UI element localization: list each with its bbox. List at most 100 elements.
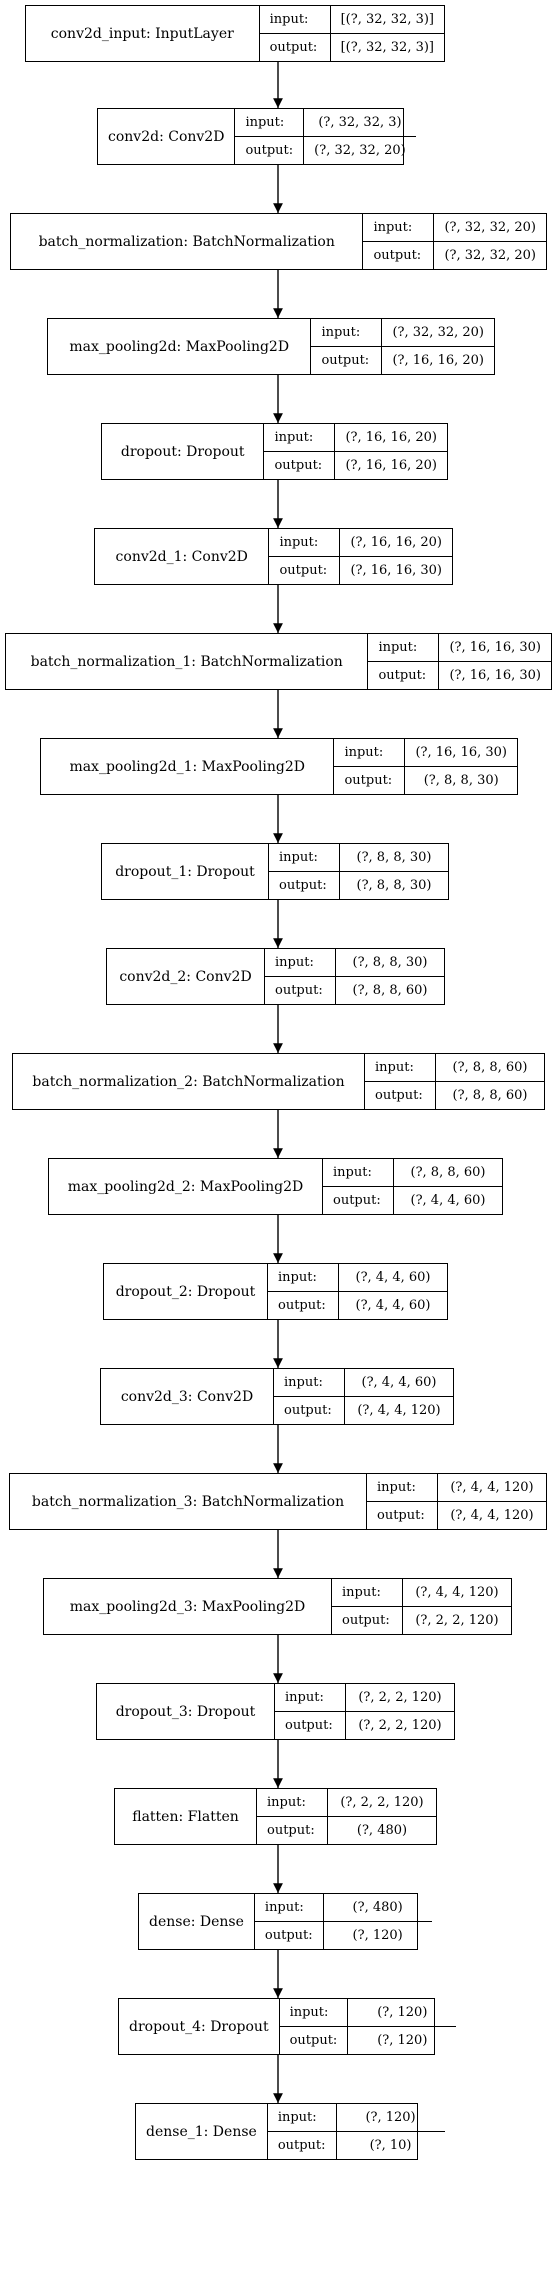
shape-values: (?, 8, 8, 30)(?, 8, 8, 30)	[340, 844, 448, 899]
layer-node: batch_normalization_3: BatchNormalizatio…	[9, 1473, 547, 1530]
input-shape: (?, 4, 4, 60)	[339, 1264, 447, 1292]
output-shape: (?, 16, 16, 20)	[392, 353, 484, 368]
output-label: output:	[375, 1088, 423, 1103]
layer-name: conv2d_1: Conv2D	[95, 529, 270, 584]
input-shape: (?, 8, 8, 60)	[394, 1159, 502, 1187]
output-shape: (?, 2, 2, 120)	[415, 1613, 499, 1628]
port-labels: input:output:	[254, 1894, 324, 1949]
output-shape: (?, 10)	[369, 2138, 412, 2153]
input-label: input:	[332, 1579, 402, 1607]
shape-values: (?, 16, 16, 20)(?, 16, 16, 20)	[335, 424, 447, 479]
output-shape: (?, 4, 4, 60)	[410, 1193, 486, 1208]
input-shape: (?, 8, 8, 60)	[436, 1054, 544, 1082]
shape-values: (?, 4, 4, 120) (?, 4, 4, 120)	[438, 1474, 546, 1529]
layer-name: dropout_2: Dropout	[104, 1264, 268, 1319]
port-labels: input: output:	[268, 1264, 339, 1319]
output-label: output:	[285, 1718, 333, 1733]
port-labels: input: output:	[257, 1789, 328, 1844]
output-shape: (?, 4, 4, 120)	[450, 1508, 534, 1523]
port-labels: input:output:	[265, 949, 336, 1004]
output-shape: (?, 16, 16, 30)	[350, 563, 442, 578]
output-label: output:	[342, 1613, 390, 1628]
shape-values: (?, 16, 16, 30)(?, 8, 8, 30)	[405, 739, 517, 794]
shape-values: (?, 4, 4, 60)(?, 4, 4, 60)	[339, 1264, 447, 1319]
output-shape: (?, 4, 4, 120)	[357, 1403, 441, 1418]
input-label: input:	[323, 1159, 393, 1187]
output-label: output:	[267, 1823, 315, 1838]
output-shape: (?, 480)	[356, 1823, 408, 1838]
layer-name: conv2d_input: InputLayer	[26, 6, 260, 61]
port-labels: input: output:	[264, 424, 336, 479]
port-labels: input:output:	[259, 6, 331, 61]
output-label: output:	[275, 983, 323, 998]
input-label: input:	[257, 1789, 327, 1817]
port-labels: input: output:	[269, 844, 340, 899]
layer-name: flatten: Flatten	[115, 1789, 257, 1844]
layer-name: conv2d_2: Conv2D	[107, 949, 265, 1004]
shape-values: (?, 16, 16, 30)(?, 16, 16, 30)	[439, 634, 551, 689]
input-shape: (?, 4, 4, 120)	[403, 1579, 511, 1607]
layer-name: dense_1: Dense	[136, 2104, 268, 2159]
input-shape: (?, 32, 32, 20)	[382, 319, 494, 347]
output-label: output:	[278, 1298, 326, 1313]
input-shape: (?, 8, 8, 30)	[340, 844, 448, 872]
shape-values: (?, 2, 2, 120)(?, 480)	[328, 1789, 436, 1844]
layer-node: batch_normalization_1: BatchNormalizatio…	[5, 633, 552, 690]
output-shape: (?, 2, 2, 120)	[358, 1718, 442, 1733]
input-shape: (?, 4, 4, 60)	[345, 1369, 453, 1397]
input-shape: (?, 16, 16, 30)	[405, 739, 517, 767]
input-shape: (?, 16, 16, 20)	[335, 424, 447, 452]
output-label: output:	[279, 878, 327, 893]
shape-values: (?, 4, 4, 60) (?, 4, 4, 120)	[345, 1369, 453, 1424]
shape-values: [(?, 32, 32, 3)] [(?, 32, 32, 3)]	[330, 6, 444, 61]
input-shape: (?, 32, 32, 20)	[434, 214, 546, 242]
port-labels: input:output:	[368, 634, 440, 689]
output-shape: (?, 32, 32, 20)	[314, 143, 406, 158]
output-label: output:	[377, 1508, 425, 1523]
output-label: output:	[274, 458, 323, 473]
input-label: input:	[269, 844, 339, 872]
output-label: output:	[378, 668, 427, 683]
output-shape: [(?, 32, 32, 3)]	[340, 40, 434, 55]
input-label: input:	[264, 424, 335, 452]
output-label: output:	[344, 773, 393, 788]
input-label: input:	[363, 214, 434, 242]
output-label: output:	[373, 248, 422, 263]
input-shape: [(?, 32, 32, 3)]	[330, 6, 444, 34]
input-label: input:	[267, 2104, 336, 2132]
layer-name: conv2d_3: Conv2D	[101, 1369, 274, 1424]
port-labels: input:output:	[311, 319, 383, 374]
input-shape: (?, 4, 4, 120)	[438, 1474, 546, 1502]
output-shape: (?, 16, 16, 30)	[449, 668, 541, 683]
shape-values: (?, 32, 32, 3)(?, 32, 32, 20)	[304, 109, 416, 164]
input-label: input:	[268, 1264, 338, 1292]
port-labels: input:output:	[365, 1054, 436, 1109]
shape-values: (?, 4, 4, 120) (?, 2, 2, 120)	[403, 1579, 511, 1634]
input-label: input:	[279, 1999, 348, 2027]
output-label: output:	[269, 40, 318, 55]
shape-values: (?, 120)(?, 10)	[336, 2104, 445, 2159]
layer-name: dropout_3: Dropout	[97, 1684, 275, 1739]
shape-values: (?, 32, 32, 20) (?, 16, 16, 20)	[382, 319, 494, 374]
input-label: input:	[311, 319, 382, 347]
input-label: input:	[269, 529, 340, 557]
layer-name: max_pooling2d_1: MaxPooling2D	[41, 739, 335, 794]
layer-name: dropout_1: Dropout	[102, 844, 269, 899]
output-shape: (?, 8, 8, 60)	[352, 983, 428, 998]
layer-name: conv2d: Conv2D	[98, 109, 236, 164]
